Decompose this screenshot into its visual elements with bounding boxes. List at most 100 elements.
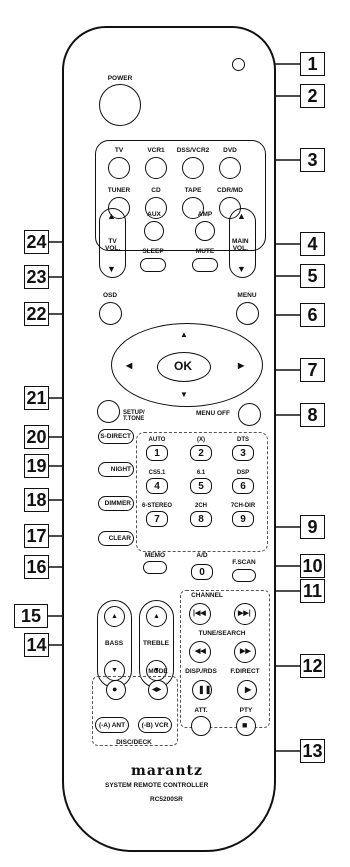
key-clear[interactable]: CLEAR [98,531,134,546]
memo-button[interactable] [143,561,167,574]
source-button-dss-vcr2[interactable] [182,157,204,179]
callout-14: 14 [24,633,49,657]
tv-volume-rocker[interactable]: ▲ TV VOL. ▼ [99,208,126,278]
memo-label: MEMO [145,553,165,560]
channel-prev-button[interactable]: |◀◀ [189,603,211,625]
disp-rds-label: DISP./RDS [185,669,217,676]
play-button[interactable]: ▶ [237,680,257,700]
menu-off-label: MENU OFF [196,411,230,418]
sleep-button[interactable] [140,258,166,272]
source-label-tuner: TUNER [108,188,130,195]
callout-6: 6 [300,303,325,327]
callout-22: 22 [24,302,49,326]
main-volume-rocker[interactable]: ▲ MAIN VOL. ▼ [229,208,256,278]
num-label: CS5.1 [149,470,166,476]
source-label-tape: TAPE [185,188,202,195]
callout-9: 9 [300,515,325,539]
att-label: ATT. [194,708,207,715]
callout-20: 20 [24,425,49,449]
power-label: POWER [108,76,133,83]
num-label: 7CH-DIR [231,503,255,509]
menu-off-button[interactable] [238,403,261,426]
num-key-2[interactable]: 2 [190,445,212,461]
ad-label: A/D [196,553,207,560]
treble-up-button[interactable]: ▲ [146,606,167,627]
mode-button[interactable]: ◀▶ [148,680,168,700]
aux-label: AUX [147,212,161,219]
num-key-3[interactable]: 3 [232,445,254,461]
callout-7: 7 [300,358,325,382]
bass-down-icon: ▼ [111,667,118,674]
record-button[interactable]: ● [106,680,126,700]
fast-forward-icon: ▶▶ [240,648,251,655]
aux-button[interactable] [144,221,164,241]
play-icon: ▶ [245,686,251,694]
callout-24: 24 [24,230,49,254]
subtitle-text: SYSTEM REMOTE CONTROLLER [105,783,208,790]
num-key-1[interactable]: 1 [146,445,168,461]
fscan-label: F.SCAN [232,560,255,567]
menu-button[interactable] [236,302,259,325]
mode-icon: ◀▶ [152,687,161,693]
fast-forward-button[interactable]: ▶▶ [234,641,256,663]
pause-button[interactable]: ❚❚ [192,680,212,700]
menu-label: MENU [237,293,256,300]
key-night[interactable]: NIGHT [98,462,134,477]
num-key-6[interactable]: 6 [232,478,254,494]
tune-search-label: TUNE/SEARCH [199,631,246,638]
main-vol-label: MAIN VOL. [232,239,249,252]
num-label: AUTO [149,437,166,443]
tv-vol-label: TV VOL. [105,239,120,252]
att-button[interactable] [191,716,211,736]
cursor-up-icon[interactable]: ▲ [180,331,188,339]
disc-deck-label: DISC/DECK [116,740,152,747]
num-key-4[interactable]: 4 [146,478,168,494]
treble-label: TREBLE [143,641,169,648]
power-button[interactable] [99,84,141,126]
zero-key[interactable]: 0 [191,564,213,580]
channel-next-button[interactable]: ▶▶| [234,603,256,625]
num-key-5[interactable]: 5 [190,478,212,494]
source-label-tv: TV [115,148,123,155]
source-label-cdr-md: CDR/MD [217,188,243,195]
fscan-button[interactable] [232,569,256,582]
cursor-left-icon[interactable]: ◀ [126,362,132,370]
source-button-dvd[interactable] [219,157,241,179]
source-button-tv[interactable] [108,157,130,179]
key-dimmer[interactable]: DIMMER [98,496,134,511]
num-key-9[interactable]: 9 [232,511,254,527]
source-label-dvd: DVD [223,148,237,155]
mute-button[interactable] [192,258,218,272]
b-vcr-button[interactable]: (-B) VCR [138,717,172,733]
num-key-8[interactable]: 8 [190,511,212,527]
callout-8: 8 [300,403,325,427]
osd-button[interactable] [99,302,122,325]
num-label: (X) [197,437,205,443]
skip-forward-icon: ▶▶| [238,610,251,617]
channel-label: CHANNEL [191,593,223,600]
rewind-button[interactable]: ◀◀ [189,641,211,663]
source-button-vcr1[interactable] [145,157,167,179]
sleep-label: SLEEP [142,249,163,256]
callout-16: 16 [24,555,49,579]
stop-button[interactable]: ■ [236,716,256,736]
source-label-dss-vcr2: DSS/VCR2 [177,148,210,155]
ok-label: OK [174,360,192,372]
cursor-right-icon[interactable]: ▶ [238,362,244,370]
num-label: DSP [237,470,249,476]
a-ant-button[interactable]: (-A) ANT [95,717,129,733]
num-key-7[interactable]: 7 [146,511,168,527]
callout-2: 2 [300,84,325,108]
bass-up-button[interactable]: ▲ [104,606,125,627]
bass-label: BASS [105,641,123,648]
model-text: RC5200SR [150,797,183,804]
cursor-down-icon[interactable]: ▼ [180,391,188,399]
pause-icon: ❚❚ [198,686,211,694]
key-s-direct[interactable]: S-DIRECT [98,429,134,444]
main-vol-up-icon: ▲ [237,212,246,221]
setup-button[interactable] [97,400,120,423]
amp-button[interactable] [195,221,215,241]
f-direct-label: F.DIRECT [230,669,259,676]
source-label-cd: CD [151,188,160,195]
callout-15: 15 [14,604,48,628]
